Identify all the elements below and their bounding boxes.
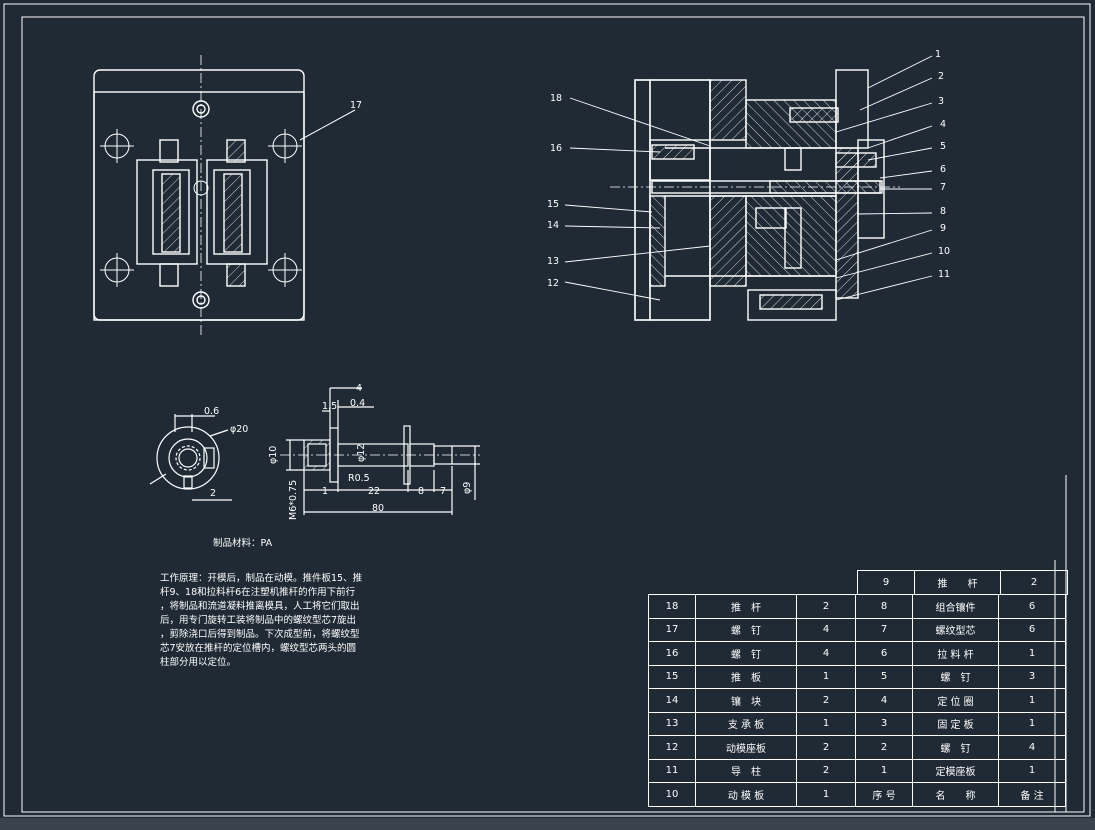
plan-view <box>93 55 356 335</box>
svg-text:4: 4 <box>356 383 362 394</box>
inner-frame <box>21 16 1085 813</box>
svg-text:6: 6 <box>940 164 946 175</box>
svg-text:φ12: φ12 <box>356 444 367 462</box>
svg-text:13: 13 <box>547 256 559 267</box>
svg-text:1: 1 <box>935 49 941 60</box>
bom-top-row: 9 推 杆 2 <box>857 570 1068 595</box>
svg-text:7: 7 <box>440 486 446 497</box>
svg-text:14: 14 <box>547 220 559 231</box>
svg-text:R0.5: R0.5 <box>348 473 370 484</box>
svg-text:15: 15 <box>547 199 559 210</box>
svg-text:0.4: 0.4 <box>350 398 365 409</box>
svg-text:8: 8 <box>940 206 946 217</box>
svg-text:12: 12 <box>547 278 559 289</box>
svg-text:2: 2 <box>210 488 216 499</box>
working-principle-note: 工作原理：开模后，制品在动模。推件板15、推 杆9、18和拉料杆6在注塑机推杆的… <box>160 573 363 668</box>
svg-text:0.6: 0.6 <box>204 406 219 417</box>
svg-text:1.5: 1.5 <box>322 401 337 412</box>
svg-text:1: 1 <box>322 486 328 497</box>
svg-text:φ20: φ20 <box>230 424 248 435</box>
svg-text:22: 22 <box>368 486 380 497</box>
svg-text:5: 5 <box>940 141 946 152</box>
part-side-view <box>280 387 480 515</box>
status-bar <box>0 818 1095 830</box>
svg-text:φ9: φ9 <box>462 482 473 494</box>
section-callouts: 1 2 3 4 5 6 7 8 9 10 11 12 13 14 15 16 1… <box>547 49 950 289</box>
part-end-view <box>149 414 232 501</box>
svg-text:8: 8 <box>418 486 424 497</box>
section-view <box>610 69 900 321</box>
outer-frame <box>3 3 1091 817</box>
callout-17: 17 <box>350 100 362 111</box>
svg-text:4: 4 <box>940 119 946 130</box>
svg-text:M6*0.75: M6*0.75 <box>288 480 299 520</box>
svg-text:18: 18 <box>550 93 562 104</box>
section-leaders <box>564 55 933 301</box>
side-view-dims: 4 0.4 1.5 φ10 φ12 R0.5 M6*0.75 1 22 8 7 … <box>268 383 473 520</box>
svg-text:16: 16 <box>550 143 562 154</box>
svg-text:80: 80 <box>372 503 384 514</box>
svg-text:7: 7 <box>940 182 946 193</box>
end-view-dims: 0.6 φ20 2 <box>204 406 248 499</box>
svg-text:10: 10 <box>938 246 950 257</box>
material-label: 制品材料：PA <box>213 538 273 549</box>
svg-text:φ10: φ10 <box>268 446 279 464</box>
svg-text:11: 11 <box>938 269 950 280</box>
svg-text:2: 2 <box>938 71 944 82</box>
svg-text:9: 9 <box>940 223 946 234</box>
svg-text:3: 3 <box>938 96 944 107</box>
